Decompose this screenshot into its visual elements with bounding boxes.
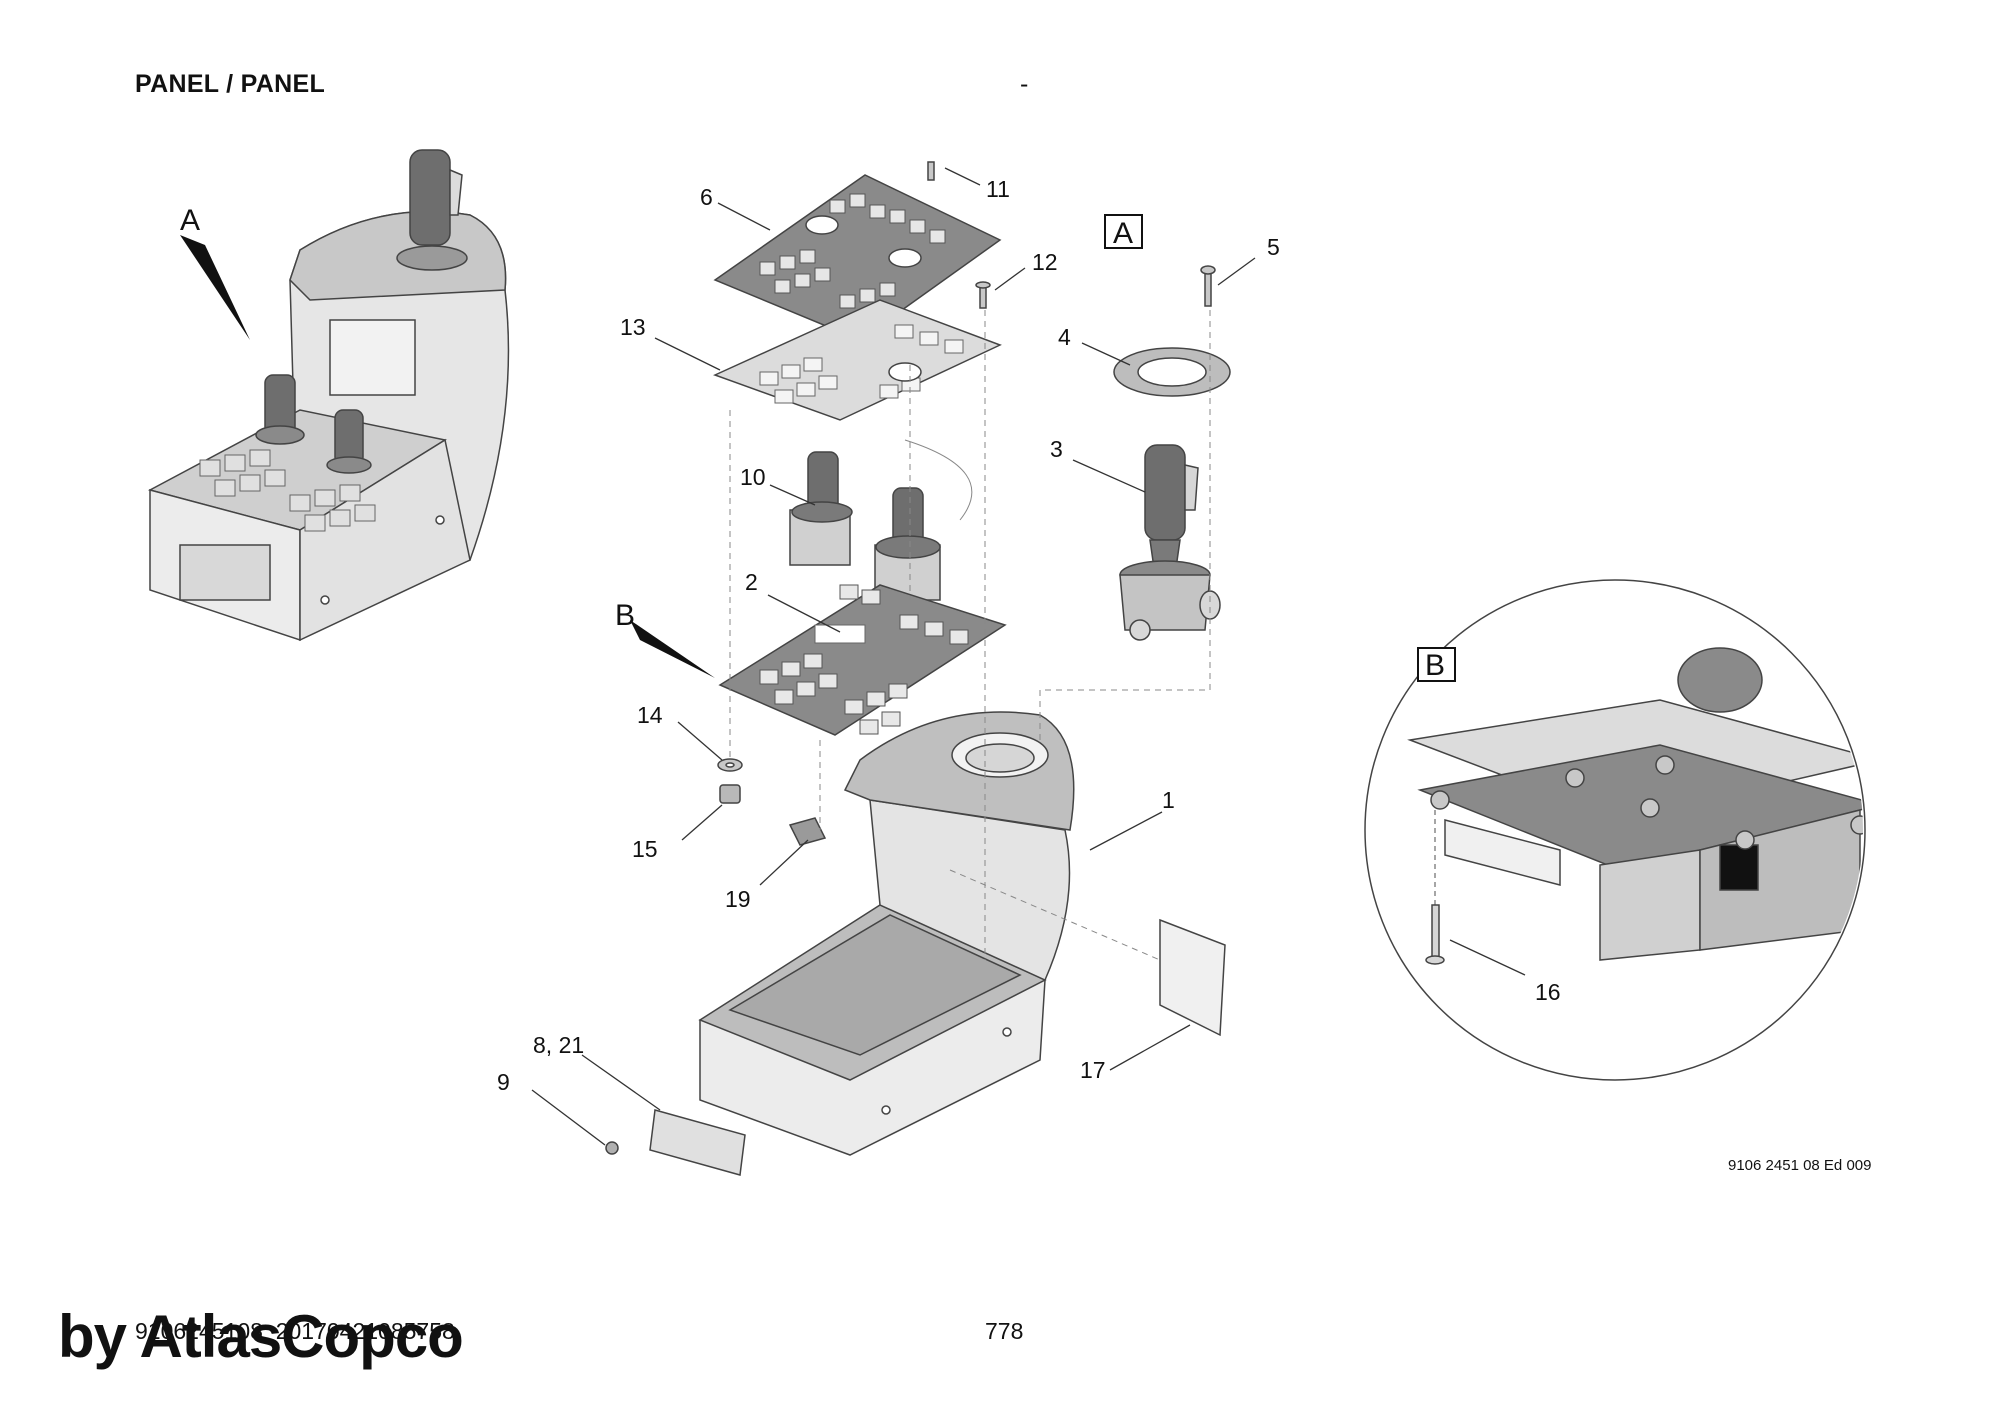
part-13-mount-plate (713, 299, 1002, 421)
callout-9: 9 (497, 1069, 510, 1095)
callout-13: 13 (620, 314, 646, 340)
assembly-lines (729, 310, 1211, 961)
callout-8-21: 8, 21 (533, 1032, 584, 1058)
view-b-label: B (1425, 649, 1445, 682)
leader-lines (531, 167, 1256, 1146)
detail-b: B 16 (1364, 579, 1866, 1081)
page-number: 778 (985, 1318, 1024, 1344)
footer-document-id: 9106245108_20170421085758 (135, 1318, 455, 1344)
part-3-joystick (1144, 444, 1186, 541)
view-a-pointer (180, 235, 250, 340)
callout-4: 4 (1058, 324, 1071, 350)
part-8-nameplate (649, 1109, 746, 1176)
view-a-box (1104, 214, 1143, 249)
view-a-label: A (1113, 217, 1133, 250)
callout-15: 15 (632, 836, 658, 862)
callout-16: 16 (1535, 979, 1561, 1005)
callout-6: 6 (700, 184, 713, 210)
pointer-a-label: A (180, 204, 200, 237)
watermark-text: by AtlasCopco (58, 1303, 464, 1370)
callout-19: 19 (725, 886, 751, 912)
callout-11: 11 (986, 176, 1010, 202)
callout-1: 1 (1162, 787, 1175, 813)
callout-17: 17 (1080, 1057, 1106, 1083)
drawing-reference: 9106 2451 08 Ed 009 (1728, 1157, 1872, 1174)
page-title: PANEL / PANEL (135, 70, 326, 98)
part-17-decal (1159, 918, 1226, 1037)
part-5-screw (1204, 269, 1212, 307)
callout-5: 5 (1267, 234, 1280, 260)
exploded-parts (605, 161, 1231, 1176)
callout-10: 10 (740, 464, 766, 490)
part-6-decal-plate (713, 174, 1002, 341)
callout-3: 3 (1050, 436, 1063, 462)
callout-2: 2 (745, 569, 758, 595)
callout-12: 12 (1032, 249, 1058, 275)
page-subtitle-dash: - (1020, 70, 1029, 98)
callout-14: 14 (637, 702, 663, 728)
pointer-b-label: B (615, 599, 635, 632)
overview-assembly (147, 149, 510, 642)
view-b-pointer (630, 620, 715, 678)
